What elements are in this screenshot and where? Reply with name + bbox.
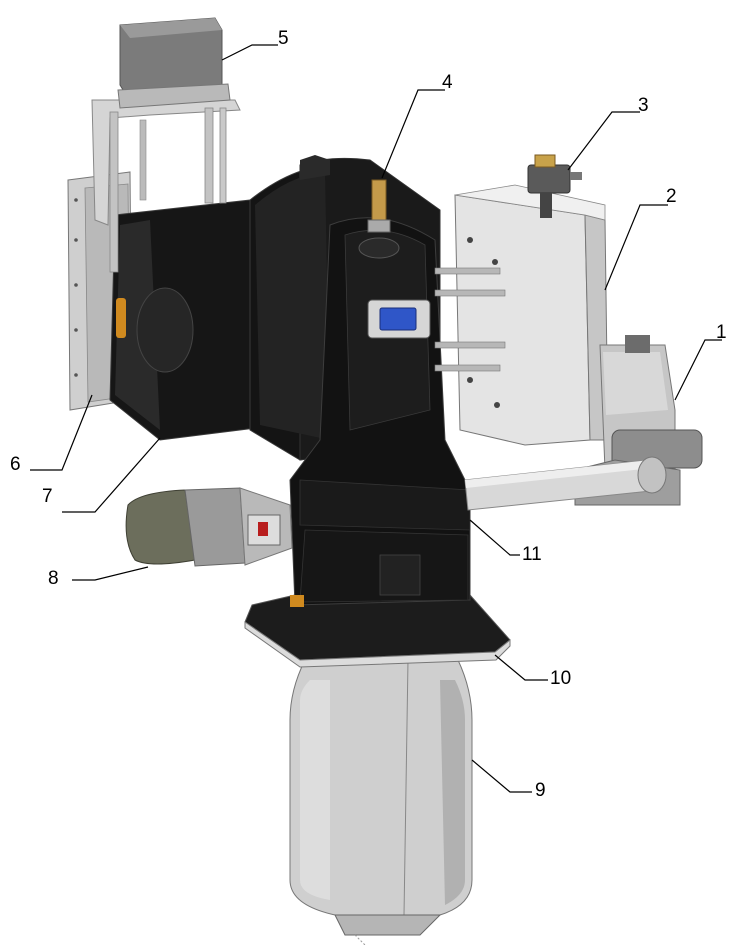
flame-tube	[289, 659, 473, 945]
callout-labels: 5 4 3 2 1 6 7 8 9 10 11	[10, 28, 727, 801]
callout-11: 11	[522, 544, 542, 565]
callout-4: 4	[442, 72, 453, 93]
ignition-electrode	[358, 179, 400, 259]
callout-5: 5	[278, 28, 289, 49]
callout-10: 10	[550, 668, 571, 689]
burner-body-column	[289, 217, 471, 607]
control-box	[434, 184, 609, 446]
callout-9: 9	[535, 780, 546, 801]
callout-7: 7	[42, 486, 53, 507]
servo-motor	[91, 17, 241, 273]
mounting-flange	[244, 594, 511, 668]
callout-2: 2	[666, 186, 677, 207]
callout-1: 1	[716, 322, 727, 343]
leader-lines	[30, 44, 722, 793]
callout-3: 3	[638, 95, 649, 116]
pressure-switch	[527, 154, 582, 218]
gas-pipe	[464, 456, 667, 511]
fan-motor	[125, 487, 293, 567]
callout-6: 6	[10, 454, 21, 475]
callout-8: 8	[48, 568, 59, 589]
